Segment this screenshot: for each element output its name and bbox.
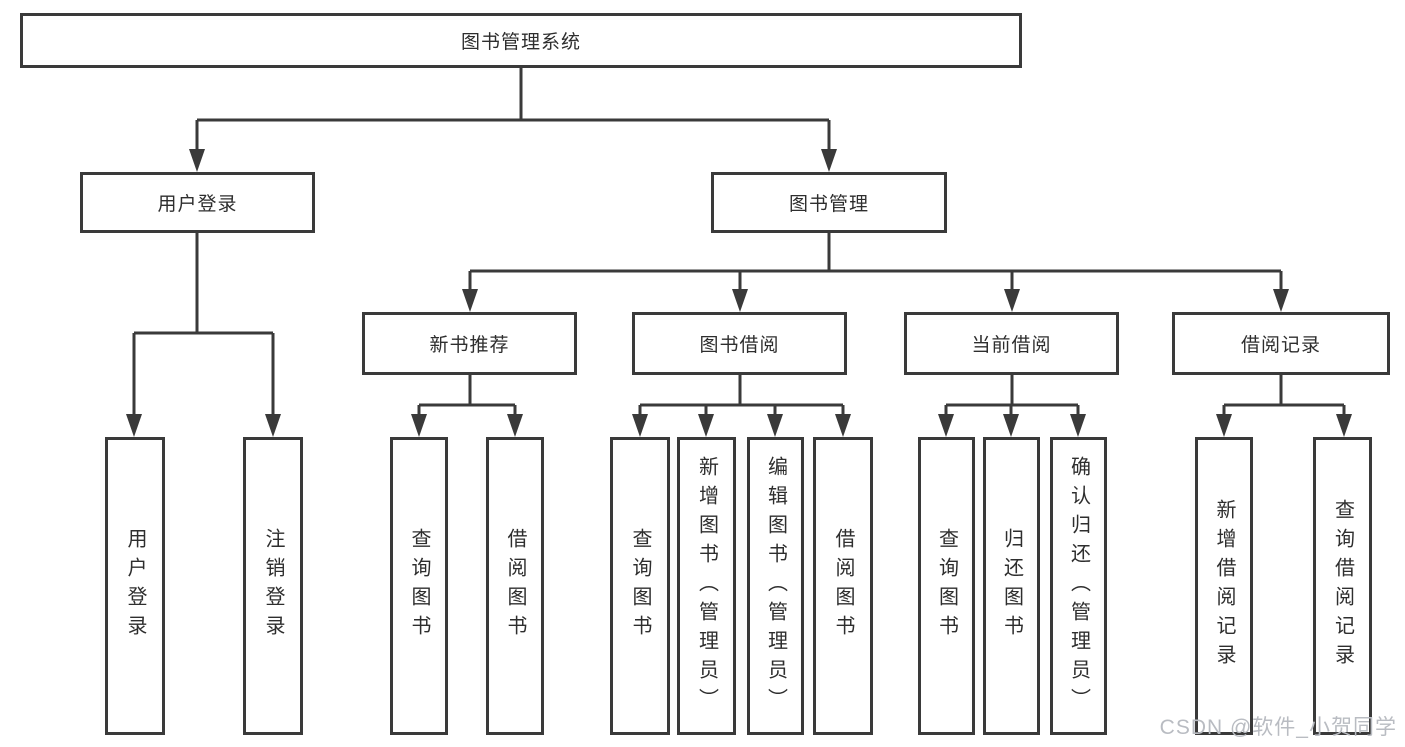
node-current-borrowing: 当前借阅 [904,312,1119,375]
leaf-logout: 注销登录 [243,437,303,735]
node-borrow-records-label: 借阅记录 [1240,335,1321,356]
leaf-records-add-record-label: 新增借阅记录 [1213,499,1235,673]
leaf-logout-label: 注销登录 [262,528,284,644]
arrowhead-icon [265,414,281,437]
node-library-system: 图书管理系统 [20,13,1022,68]
arrowhead-icon [126,414,142,437]
leaf-current-return-books: 归还图书 [983,437,1040,735]
arrowhead-icon [732,289,748,312]
leaf-newbooks-query-books-label: 查询图书 [408,528,430,644]
leaf-borrow-add-books-admin-label: 新增图书（管理员） [695,455,718,717]
leaf-borrow-add-books-admin: 新增图书（管理员） [677,437,736,735]
leaf-borrow-query-books-label: 查询图书 [629,528,651,644]
arrowhead-icon [1216,414,1232,437]
node-book-borrowing-label: 图书借阅 [699,335,780,356]
node-user-login-label: 用户登录 [157,194,238,215]
watermark: CSDN @软件_小贺同学 [1159,716,1397,739]
node-borrow-records: 借阅记录 [1172,312,1390,375]
arrowhead-icon [835,414,851,437]
leaf-borrow-query-books: 查询图书 [610,437,670,735]
leaf-borrow-borrow-books-label: 借阅图书 [832,528,854,644]
leaf-newbooks-query-books: 查询图书 [390,437,448,735]
arrowhead-icon [632,414,648,437]
leaf-user-login-label: 用户登录 [124,528,146,644]
arrowhead-icon [189,149,205,172]
leaf-borrow-edit-books-admin-label: 编辑图书（管理员） [764,455,787,717]
leaf-records-add-record: 新增借阅记录 [1195,437,1253,735]
leaf-current-query-books: 查询图书 [918,437,975,735]
node-library-system-label: 图书管理系统 [460,32,581,53]
arrowhead-icon [462,289,478,312]
arrowhead-icon [821,149,837,172]
leaf-borrow-borrow-books: 借阅图书 [813,437,873,735]
node-book-borrowing: 图书借阅 [632,312,847,375]
leaf-current-return-books-label: 归还图书 [1000,528,1023,644]
node-book-management: 图书管理 [711,172,947,233]
leaf-current-confirm-return-admin: 确认归还（管理员） [1050,437,1107,735]
arrowhead-icon [1004,289,1020,312]
arrowhead-icon [698,414,714,437]
leaf-newbooks-borrow-books: 借阅图书 [486,437,544,735]
arrowhead-icon [1003,414,1019,437]
arrowhead-icon [767,414,783,437]
node-current-borrowing-label: 当前借阅 [971,335,1052,356]
leaf-current-confirm-return-admin-label: 确认归还（管理员） [1067,455,1090,717]
node-book-management-label: 图书管理 [788,194,869,215]
node-new-book-recommend: 新书推荐 [362,312,577,375]
leaf-newbooks-borrow-books-label: 借阅图书 [504,528,526,644]
leaf-current-query-books-label: 查询图书 [935,528,958,644]
arrowhead-icon [411,414,427,437]
leaf-records-query-record-label: 查询借阅记录 [1331,499,1354,673]
leaf-user-login: 用户登录 [105,437,165,735]
arrowhead-icon [1336,414,1352,437]
node-user-login: 用户登录 [80,172,315,233]
leaf-records-query-record: 查询借阅记录 [1313,437,1372,735]
arrowhead-icon [938,414,954,437]
node-new-book-recommend-label: 新书推荐 [429,335,510,356]
arrowhead-icon [1273,289,1289,312]
arrowhead-icon [1070,414,1086,437]
arrowhead-icon [507,414,523,437]
leaf-borrow-edit-books-admin: 编辑图书（管理员） [747,437,804,735]
connector-path [132,68,1346,420]
